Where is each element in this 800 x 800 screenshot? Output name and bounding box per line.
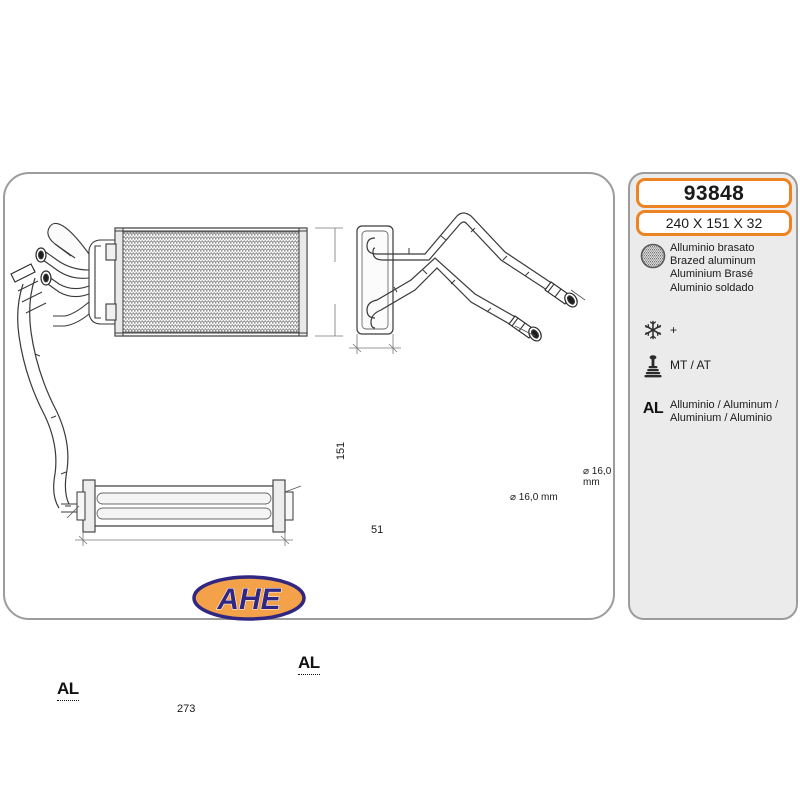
long-hose [10, 263, 71, 509]
core-plan-view [61, 479, 294, 533]
core-block [114, 227, 308, 337]
product-spec-panel: 93848 240 X 151 X 32 Allumini [628, 172, 798, 620]
technical-drawing-panel: 151 51 273 ⌀ 16,0 mm ⌀ 16,0 mm AL AL AHE [3, 172, 615, 715]
brazed-core-icon [638, 242, 668, 269]
dimension-height [315, 227, 343, 337]
ahe-logo: AHE [192, 575, 306, 621]
dimension-label-width: 273 [177, 703, 196, 715]
dimension-label-pipe-diameter-top: ⌀ 16,0 mm [583, 466, 612, 488]
material-callout-right: AL [298, 653, 320, 675]
outlet-pipe-upper [366, 212, 578, 308]
dimension-label-height: 151 [335, 441, 348, 461]
ahe-logo-text: AHE [216, 583, 281, 616]
material-callout-left: AL [57, 679, 79, 701]
al-badge-label: AL [642, 399, 664, 417]
dimension-width [75, 532, 293, 546]
product-code-box: 93848 [636, 178, 792, 208]
heater-core-drawing [10, 212, 586, 546]
gear-shift-icon [638, 354, 668, 379]
snowflake-icon [638, 319, 668, 340]
product-dimensions: 240 X 151 X 32 [665, 215, 763, 231]
spec-row-al-material: AL Alluminio / Aluminum / Aluminium / Al… [630, 399, 796, 425]
diameter-leaders [514, 289, 586, 337]
product-dimensions-box: 240 X 151 X 32 [636, 210, 792, 236]
spec-al-material-text: Alluminio / Aluminum / Aluminium / Alumi… [670, 398, 779, 425]
dimension-label-pipe-diameter-bottom: ⌀ 16,0 mm [510, 492, 558, 503]
spec-row-material: Alluminio brasato Brazed aluminum Alumin… [630, 242, 796, 295]
spec-row-transmission: MT / AT [630, 354, 796, 379]
spec-material-text: Alluminio brasato Brazed aluminum Alumin… [670, 242, 756, 294]
product-code: 93848 [683, 182, 745, 205]
spec-transmission-text: MT / AT [670, 357, 711, 372]
al-leaders [66, 485, 302, 519]
al-badge-icon: AL [638, 399, 668, 418]
dimension-depth [349, 334, 401, 354]
dimension-label-depth: 51 [371, 524, 384, 536]
inlet-header [47, 222, 117, 327]
spec-row-list: Alluminio brasato Brazed aluminum Alumin… [630, 242, 796, 425]
core-inlet-pipes [35, 247, 90, 298]
spec-row-air-conditioning: + [630, 319, 796, 340]
spec-air-conditioning-text: + [670, 322, 678, 337]
